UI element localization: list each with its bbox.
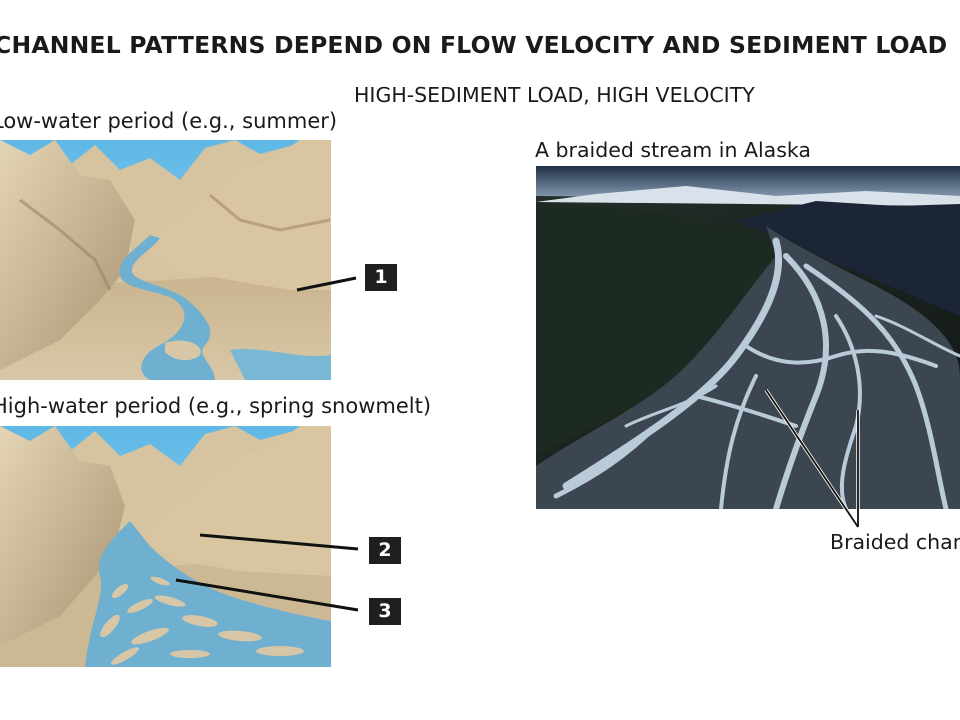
braided-stream-photo: [536, 166, 960, 509]
photo-caption: A braided stream in Alaska: [535, 138, 811, 162]
marker-badge-2: 2: [369, 537, 401, 564]
leader-line-3: [175, 578, 359, 612]
low-water-label: Low-water period (e.g., summer): [0, 109, 338, 133]
page-title: CHANNEL PATTERNS DEPEND ON FLOW VELOCITY…: [0, 31, 948, 59]
braided-channels-callout: Braided channels: [830, 530, 960, 554]
low-water-terrain-illustration: [0, 140, 331, 380]
marker-badge-1: 1: [365, 264, 397, 291]
high-water-label: High-water period (e.g., spring snowmelt…: [0, 394, 432, 418]
braided-leader-a: [765, 389, 859, 528]
section-subtitle: HIGH-SEDIMENT LOAD, HIGH VELOCITY: [354, 83, 755, 107]
leader-line-1: [296, 276, 357, 292]
leader-line-2: [199, 533, 359, 551]
marker-badge-3: 3: [369, 598, 401, 625]
